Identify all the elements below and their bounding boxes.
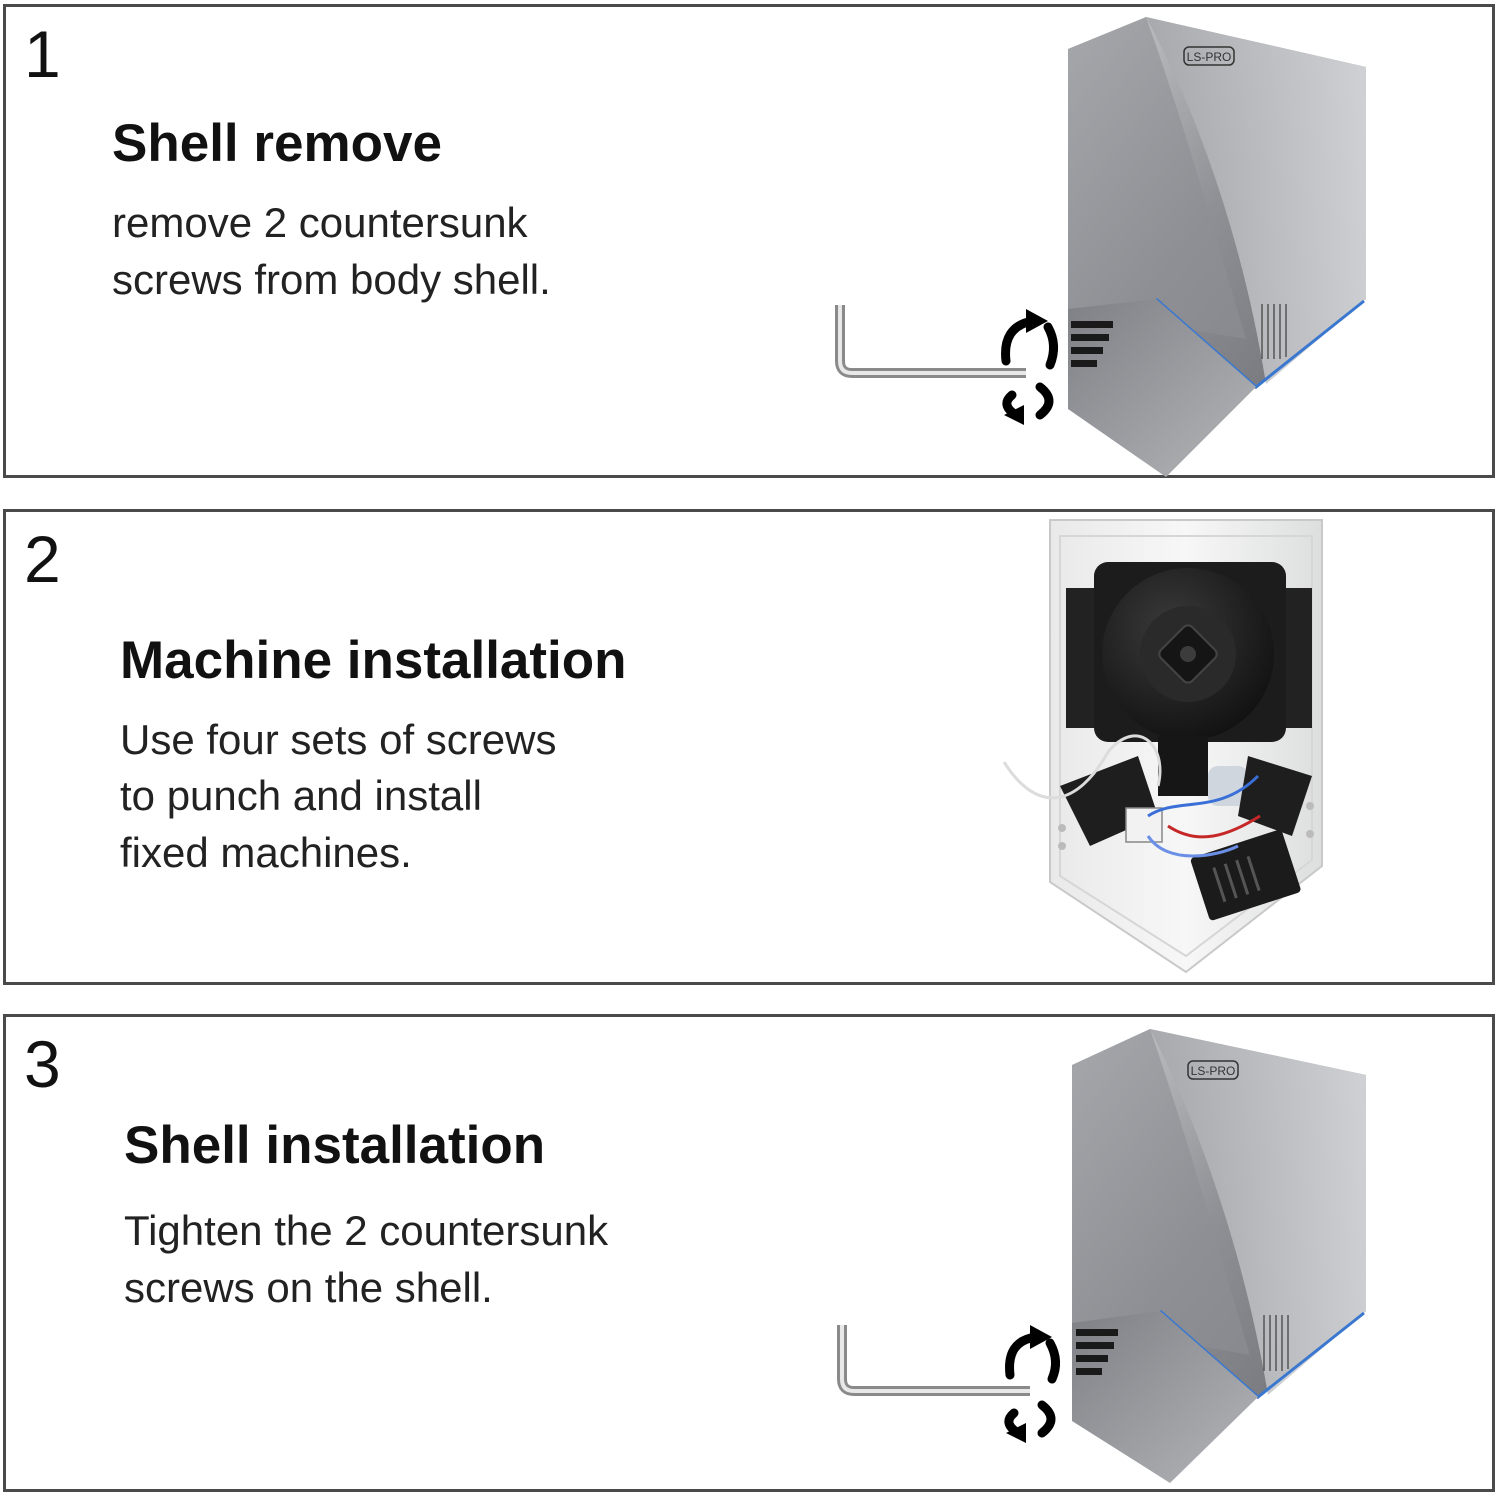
step-title: Shell installation	[124, 1116, 546, 1175]
svg-text:LS-PRO: LS-PRO	[1191, 1064, 1236, 1078]
step-description: Use four sets of screws to punch and ins…	[120, 716, 557, 876]
step-number: 2	[24, 522, 61, 596]
step-panel-2: 2 Machine installation Use four sets of …	[3, 509, 1495, 985]
step-title: Machine installation	[120, 631, 627, 690]
hex-key-icon	[835, 305, 1026, 378]
hand-dryer-illustration: LS-PRO	[837, 1029, 1366, 1483]
hand-dryer-illustration: LS-PRO	[835, 17, 1366, 477]
step-title: Shell remove	[112, 114, 442, 173]
brand-logo: LS-PRO	[1187, 1060, 1239, 1080]
hex-key-icon	[837, 1325, 1030, 1396]
brand-logo: LS-PRO	[1183, 46, 1235, 66]
open-dryer-illustration	[1002, 519, 1323, 974]
step-description: remove 2 countersunk screws from body sh…	[112, 199, 551, 303]
step-panel-3: 3 Shell installation Tighten the 2 count…	[3, 1014, 1495, 1492]
step-panel-1: 1 Shell remove remove 2 countersunk scre…	[3, 4, 1495, 478]
step-number: 3	[24, 1027, 61, 1101]
svg-text:LS-PRO: LS-PRO	[1187, 50, 1232, 64]
step-description: Tighten the 2 countersunk screws on the …	[124, 1207, 609, 1311]
step-number: 1	[24, 17, 61, 91]
rotate-arrow-icon	[1004, 1332, 1060, 1438]
